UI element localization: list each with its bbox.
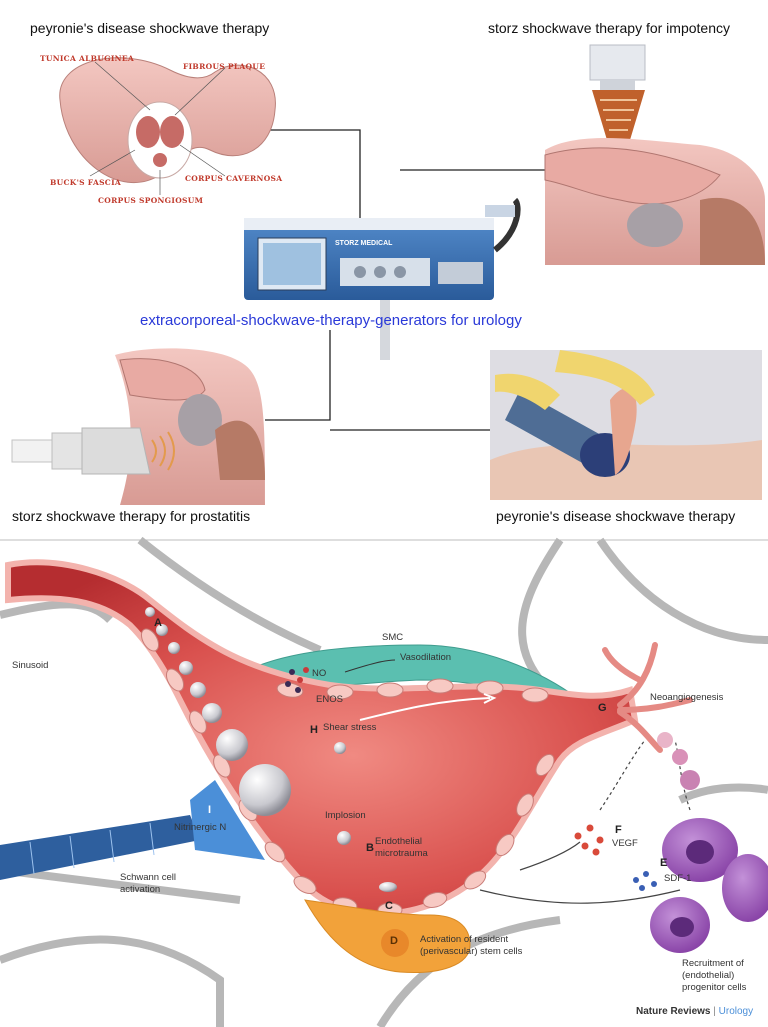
nature-reviews-credit: Nature Reviews | Urology bbox=[636, 1006, 753, 1017]
label-endothelial-2: microtrauma bbox=[375, 848, 428, 859]
label-schwann-1: Schwann cell bbox=[120, 872, 176, 883]
label-schwann-2: activation bbox=[120, 884, 161, 895]
prostatitis-therapy-illustration bbox=[11, 348, 265, 505]
credit-separator: | bbox=[710, 1006, 719, 1017]
label-sdf-1: SDF-1 bbox=[664, 873, 692, 884]
label-smc: SMC bbox=[382, 632, 404, 643]
label-enos: ENOS bbox=[316, 694, 343, 705]
sdf-dots bbox=[633, 871, 657, 891]
label-no: NO bbox=[312, 668, 327, 679]
label-activation-1: Activation of resident bbox=[420, 934, 509, 945]
caption-impotency: storz shockwave therapy for impotency bbox=[488, 20, 730, 36]
nerve-fiber bbox=[0, 780, 265, 880]
label-endothelial-1: Endothelial bbox=[375, 836, 423, 847]
label-recruitment-1: Recruitment of bbox=[682, 958, 744, 969]
label-recruitment-2: (endothelial) bbox=[682, 970, 735, 981]
label-corpus-cavernosa: CORPUS CAVERNOSA bbox=[185, 174, 283, 183]
caption-peyronie-top: peyronie's disease shockwave therapy bbox=[30, 20, 270, 36]
marker-e: E bbox=[660, 857, 668, 869]
shear-stress-arrow bbox=[359, 697, 491, 721]
connector-lines bbox=[265, 129, 545, 431]
label-nitrinergic: Nitrinergic N bbox=[174, 822, 227, 833]
vegf-dots bbox=[574, 824, 604, 856]
penis-cross-section-illustration bbox=[59, 57, 276, 195]
device-brand-label: STORZ MEDICAL bbox=[335, 240, 393, 247]
impotency-therapy-illustration bbox=[544, 44, 765, 265]
label-neoangiogenesis: Neoangiogenesis bbox=[650, 692, 724, 703]
caption-peyronie-bottom: peyronie's disease shockwave therapy bbox=[496, 508, 736, 524]
label-fibrous-plaque: FIBROUS PLAQUE bbox=[183, 62, 266, 71]
cavitation-bubbles bbox=[145, 607, 397, 892]
caption-eswt-generators: extracorporeal-shockwave-therapy-generat… bbox=[140, 312, 522, 329]
label-activation-2: (perivascular) stem cells bbox=[420, 946, 523, 957]
marker-g: G bbox=[598, 702, 607, 714]
marker-f: F bbox=[615, 824, 622, 836]
label-implosion: Implosion bbox=[325, 810, 366, 821]
marker-h: H bbox=[310, 724, 318, 736]
label-shear-stress: Shear stress bbox=[323, 722, 377, 733]
marker-i: I bbox=[208, 804, 212, 816]
signal-arrows bbox=[479, 739, 691, 904]
label-recruitment-3: progenitor cells bbox=[682, 982, 747, 993]
label-sinusoid: Sinusoid bbox=[12, 660, 49, 671]
label-bucks-fascia: BUCK'S FASCIA bbox=[50, 178, 122, 187]
nitric-oxide-dots bbox=[285, 667, 309, 693]
marker-d: D bbox=[390, 935, 398, 947]
credit-brand: Nature Reviews bbox=[636, 1006, 711, 1017]
label-vasodilation: Vasodilation bbox=[400, 652, 452, 663]
credit-journal: Urology bbox=[718, 1006, 754, 1017]
marker-b: B bbox=[366, 842, 374, 854]
blood-vessel bbox=[5, 559, 693, 918]
peyronie-treatment-illustration bbox=[490, 350, 762, 500]
marker-a: A bbox=[154, 617, 162, 629]
caption-prostatitis: storz shockwave therapy for prostatitis bbox=[12, 508, 251, 524]
marker-c: C bbox=[385, 900, 393, 912]
label-tunica-albuginea: TUNICA ALBUGINEA bbox=[40, 54, 134, 63]
label-vegf: VEGF bbox=[612, 838, 638, 849]
progenitor-cells bbox=[650, 732, 768, 953]
label-corpus-spongiosum: CORPUS SPONGIOSUM bbox=[98, 196, 204, 205]
shockwave-generator-device bbox=[244, 197, 521, 360]
